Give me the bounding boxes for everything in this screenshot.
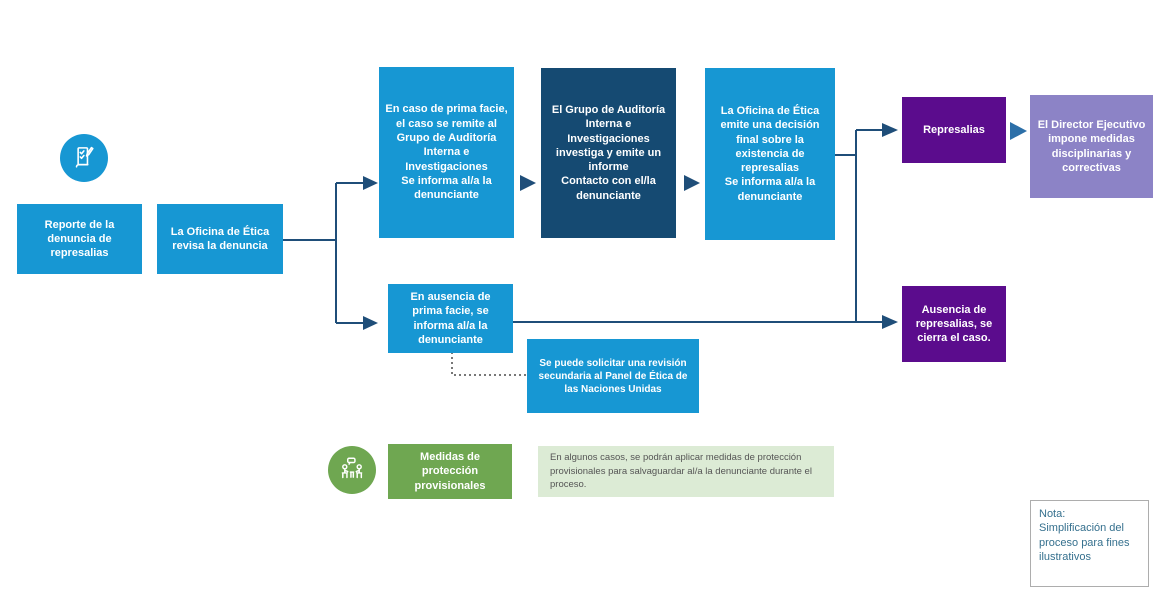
node-secondary-review: Se puede solicitar una revisión secundar… bbox=[527, 339, 699, 413]
dialogue-people-icon bbox=[328, 446, 376, 494]
checklist-pencil-icon bbox=[60, 134, 108, 182]
node-no-retaliation-case-closed: Ausencia de represalias, se cierra el ca… bbox=[902, 286, 1006, 362]
node-director-measures: El Director Ejecutivo impone medidas dis… bbox=[1030, 95, 1153, 198]
node-final-decision: La Oficina de Ética emite una decisión f… bbox=[705, 68, 835, 240]
arrowhead-icon-retaliation-director bbox=[1010, 122, 1027, 140]
node-investigation: El Grupo de Auditoría Interna e Investig… bbox=[541, 68, 676, 238]
disclaimer-note: Nota: Simplificación del proceso para fi… bbox=[1030, 500, 1149, 587]
node-no-prima-facie: En ausencia de prima facie, se informa a… bbox=[388, 284, 513, 353]
node-protection-measures: Medidas de protección provisionales bbox=[388, 444, 512, 499]
dotted-connector-secondary-review bbox=[451, 352, 527, 376]
node-prima-facie: En caso de prima facie, el caso se remit… bbox=[379, 67, 514, 238]
protection-measures-note: En algunos casos, se podrán aplicar medi… bbox=[538, 446, 834, 497]
node-report: Reporte de la denuncia de represalias bbox=[17, 204, 142, 274]
node-retaliation: Represalias bbox=[902, 97, 1006, 163]
node-ethics-review: La Oficina de Ética revisa la denuncia bbox=[157, 204, 283, 274]
